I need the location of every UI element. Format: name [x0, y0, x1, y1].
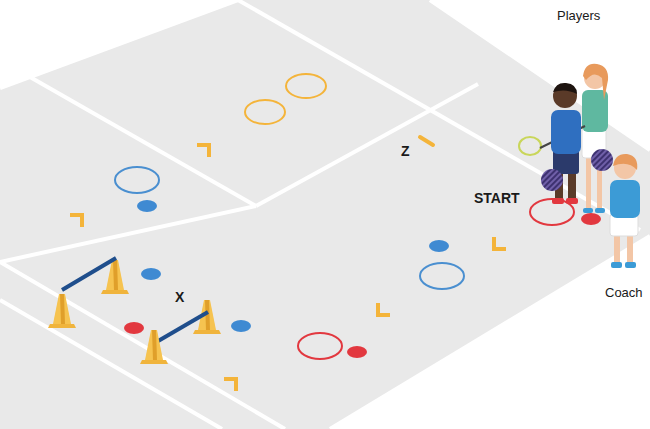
blue-dot [429, 240, 449, 252]
coach-label: Coach [605, 286, 643, 299]
blue-dot [137, 200, 157, 212]
red-dot [124, 322, 144, 334]
red-dot [347, 346, 367, 358]
blue-ring [420, 263, 464, 289]
point-label: X [175, 290, 184, 304]
z-marker [420, 137, 433, 145]
blue-dot [231, 320, 251, 332]
direction-arrows [70, 145, 506, 391]
coach-figure [610, 154, 640, 268]
players-label: Players [557, 9, 600, 22]
player-figure [541, 83, 613, 204]
start-label: START [474, 191, 520, 205]
hurdle [140, 300, 221, 364]
red-dot [581, 213, 601, 225]
point-label: Z [401, 144, 410, 158]
player-figure [519, 64, 608, 213]
blue-dot [141, 268, 161, 280]
hurdle [48, 258, 129, 328]
yellow-ring [245, 100, 285, 124]
red-ring [298, 333, 342, 359]
blue-ring [115, 167, 159, 193]
yellow-ring [286, 74, 326, 98]
